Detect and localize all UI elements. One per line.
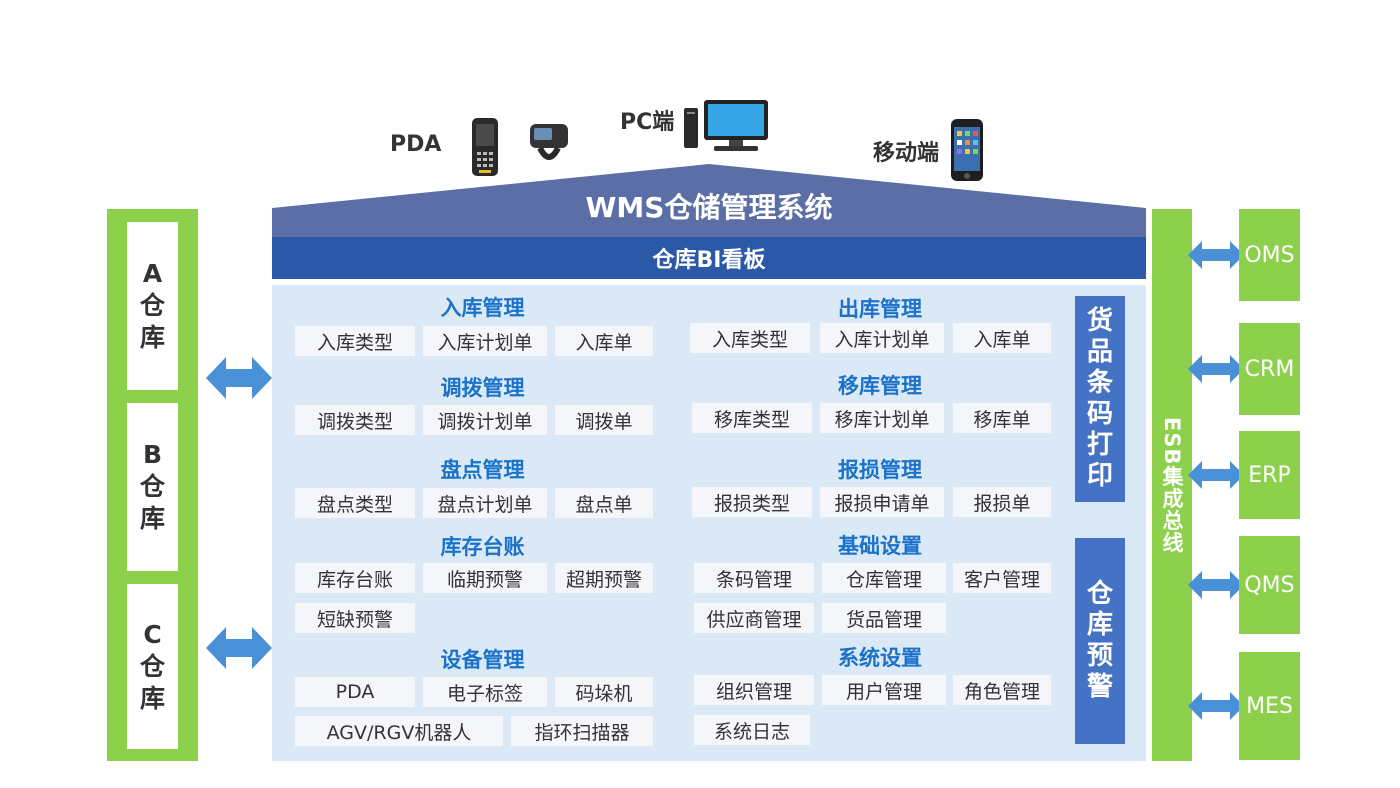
ledger-item[interactable]: 超期预警 xyxy=(555,563,653,593)
double-arrow-icon xyxy=(206,627,272,669)
basic-item[interactable]: 仓库管理 xyxy=(822,563,946,593)
transfer-item[interactable]: 调拨计划单 xyxy=(423,405,547,435)
section-stocktake-title: 盘点管理 xyxy=(440,458,525,482)
barcode-print-char: 码 xyxy=(1086,399,1113,429)
double-arrow-icon xyxy=(206,357,272,399)
warehouse-c[interactable]: C 仓 库 xyxy=(127,584,178,749)
section-damage-title: 报损管理 xyxy=(838,458,922,482)
system-title: WMS仓储管理系统 xyxy=(585,191,833,224)
damage-item[interactable]: 报损申请单 xyxy=(820,487,944,517)
double-arrow-icon xyxy=(1188,692,1244,720)
equipment-item[interactable]: 电子标签 xyxy=(423,677,547,707)
warehouse-c-label: 仓 xyxy=(139,651,165,681)
section-system-title: 系统设置 xyxy=(838,646,922,670)
warehouse-alert-char: 预 xyxy=(1086,641,1113,671)
section-basic-title: 基础设置 xyxy=(838,534,922,558)
warehouse-alert-char: 仓 xyxy=(1086,579,1113,609)
warehouse-alert-box[interactable]: 仓 库 预 警 xyxy=(1075,538,1125,744)
outbound-item[interactable]: 入库计划单 xyxy=(820,323,944,353)
ledger-item[interactable]: 短缺预警 xyxy=(295,603,415,633)
warehouse-a-label: 仓 xyxy=(139,291,165,320)
warehouse-a[interactable]: A 仓 库 xyxy=(127,222,178,390)
double-arrow-icon xyxy=(1188,571,1244,599)
transfer-item[interactable]: 调拨单 xyxy=(555,405,653,435)
warehouse-column: A 仓 库 B 仓 库 C 仓 库 xyxy=(107,209,198,761)
double-arrow-icon xyxy=(1188,355,1244,383)
system-qms[interactable]: QMS xyxy=(1239,536,1300,634)
warehouse-c-label: C xyxy=(143,619,162,649)
basic-item[interactable]: 条码管理 xyxy=(694,563,814,593)
ledger-item[interactable]: 临期预警 xyxy=(423,563,547,593)
basic-item[interactable]: 货品管理 xyxy=(822,603,946,633)
section-transfer-title: 调拨管理 xyxy=(440,376,525,400)
ledger-item[interactable]: 库存台账 xyxy=(295,563,415,593)
esb-bus: ESB集成总线 xyxy=(1152,209,1192,761)
section-relocation-title: 移库管理 xyxy=(838,374,922,398)
basic-item[interactable]: 客户管理 xyxy=(953,563,1051,593)
barcode-print-box[interactable]: 货 品 条 码 打 印 xyxy=(1075,296,1125,502)
pda-label: PDA xyxy=(390,132,442,157)
system-item[interactable]: 组织管理 xyxy=(694,675,814,705)
system-erp[interactable]: ERP xyxy=(1239,431,1300,519)
system-mes[interactable]: MES xyxy=(1239,652,1300,760)
equipment-item[interactable]: 指环扫描器 xyxy=(511,716,653,746)
pc-icon xyxy=(684,100,780,154)
double-arrow-icon xyxy=(1188,241,1244,269)
esb-label: ESB集成总线 xyxy=(1160,416,1184,554)
ring-scanner-icon xyxy=(526,118,574,168)
system-oms[interactable]: OMS xyxy=(1239,209,1300,301)
warehouse-b[interactable]: B 仓 库 xyxy=(127,403,178,571)
pda-device-icon xyxy=(466,116,514,178)
relocation-item[interactable]: 移库单 xyxy=(953,403,1051,433)
pc-label: PC端 xyxy=(620,110,675,135)
warehouse-a-label: A xyxy=(142,259,163,288)
stocktake-item[interactable]: 盘点类型 xyxy=(295,488,415,518)
barcode-print-char: 货 xyxy=(1086,306,1113,336)
relocation-item[interactable]: 移库计划单 xyxy=(820,403,944,433)
barcode-print-char: 品 xyxy=(1086,337,1113,367)
system-item[interactable]: 系统日志 xyxy=(694,715,810,745)
inbound-item[interactable]: 入库单 xyxy=(555,326,653,356)
system-item[interactable]: 用户管理 xyxy=(822,675,946,705)
section-outbound-title: 出库管理 xyxy=(838,297,922,321)
system-item[interactable]: 角色管理 xyxy=(953,675,1051,705)
damage-item[interactable]: 报损单 xyxy=(953,487,1051,517)
transfer-item[interactable]: 调拨类型 xyxy=(295,405,415,435)
bi-dashboard-bar[interactable]: 仓库BI看板 xyxy=(272,237,1146,279)
warehouse-alert-char: 库 xyxy=(1086,610,1113,640)
warehouse-b-label: 仓 xyxy=(139,472,165,501)
equipment-item[interactable]: AGV/RGV机器人 xyxy=(295,716,503,746)
warehouse-b-label: 库 xyxy=(139,504,165,533)
outbound-item[interactable]: 入库单 xyxy=(953,323,1051,353)
barcode-print-char: 条 xyxy=(1086,368,1113,398)
warehouse-alert-char: 警 xyxy=(1086,672,1113,702)
mobile-label: 移动端 xyxy=(873,141,940,166)
warehouse-c-label: 库 xyxy=(139,683,165,713)
section-inbound-title: 入库管理 xyxy=(440,296,525,320)
system-roof xyxy=(272,164,1146,237)
relocation-item[interactable]: 移库类型 xyxy=(692,403,812,433)
warehouse-a-label: 库 xyxy=(139,323,165,352)
system-crm[interactable]: CRM xyxy=(1239,323,1300,415)
basic-item[interactable]: 供应商管理 xyxy=(694,603,814,633)
section-equipment-title: 设备管理 xyxy=(440,648,525,672)
warehouse-b-label: B xyxy=(142,440,163,469)
outbound-item[interactable]: 入库类型 xyxy=(690,323,810,353)
stocktake-item[interactable]: 盘点单 xyxy=(555,488,653,518)
double-arrow-icon xyxy=(1188,461,1244,489)
equipment-item[interactable]: 码垛机 xyxy=(555,677,653,707)
inbound-item[interactable]: 入库计划单 xyxy=(423,326,547,356)
barcode-print-char: 印 xyxy=(1086,461,1113,491)
smartphone-icon xyxy=(950,118,984,182)
section-ledger-title: 库存台账 xyxy=(440,535,525,559)
stocktake-item[interactable]: 盘点计划单 xyxy=(423,488,547,518)
barcode-print-char: 打 xyxy=(1086,430,1113,460)
damage-item[interactable]: 报损类型 xyxy=(692,487,812,517)
equipment-item[interactable]: PDA xyxy=(295,677,415,707)
inbound-item[interactable]: 入库类型 xyxy=(295,326,415,356)
